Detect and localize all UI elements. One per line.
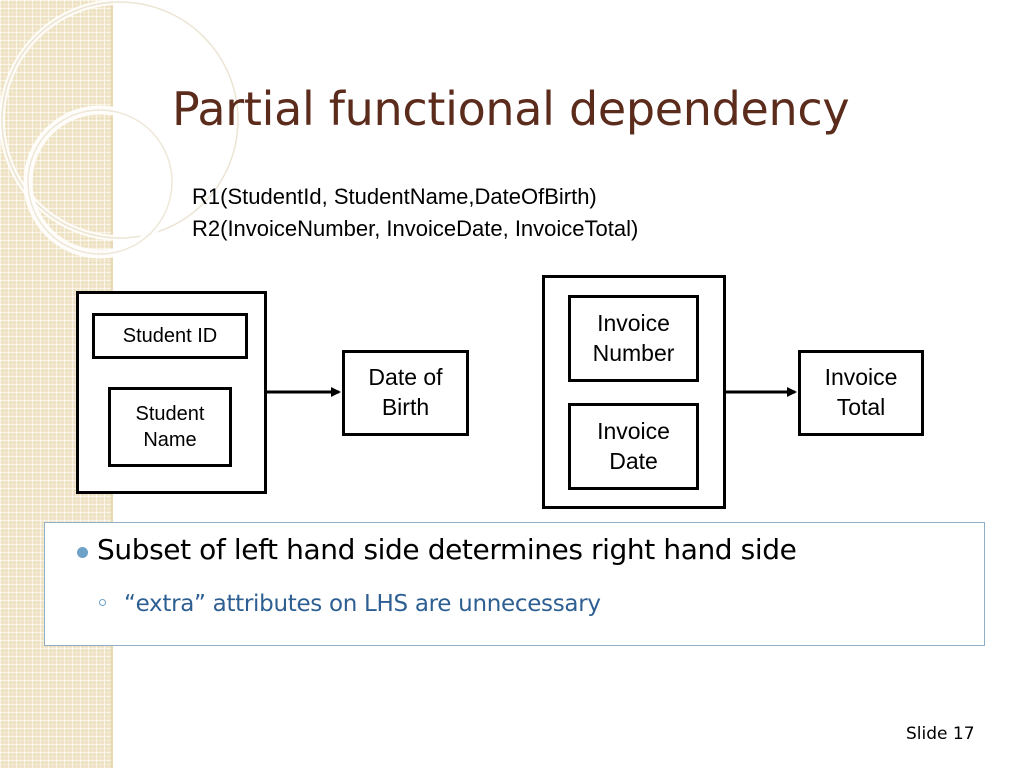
student-id-label: Student ID	[122, 325, 218, 347]
relation-r2: R2(InvoiceNumber, InvoiceDate, InvoiceTo…	[192, 216, 639, 241]
bullet-main-text: Subset of left hand side determines righ…	[97, 533, 797, 566]
sub-bullet-marker-icon	[99, 599, 106, 606]
slide-number: Slide 17	[906, 724, 975, 744]
invoice-total-box	[798, 350, 924, 436]
invoice-total-label: Invoice Total	[824, 364, 898, 420]
bullet-points-box	[44, 522, 985, 646]
student-name-label: Student Name	[135, 403, 205, 451]
date-of-birth-box	[342, 350, 469, 436]
invoice-number-label: Invoice Number	[592, 309, 675, 366]
relation-r1: R1(StudentId, StudentName,DateOfBirth)	[192, 184, 597, 209]
relation-definitions: R1(StudentId, StudentName,DateOfBirth) R…	[192, 181, 638, 245]
date-of-birth-label: Date of Birth	[368, 364, 443, 420]
student-id-box	[92, 313, 248, 359]
bullet-marker-icon	[77, 547, 88, 558]
invoice-date-box	[568, 403, 699, 490]
slide-title: Partial functional dependency	[172, 82, 850, 136]
invoice-date-label: Invoice Date	[597, 417, 670, 474]
student-name-box	[108, 387, 232, 467]
bullet-sub-text: “extra” attributes on LHS are unnecessar…	[124, 591, 601, 617]
invoice-number-box	[568, 295, 699, 382]
